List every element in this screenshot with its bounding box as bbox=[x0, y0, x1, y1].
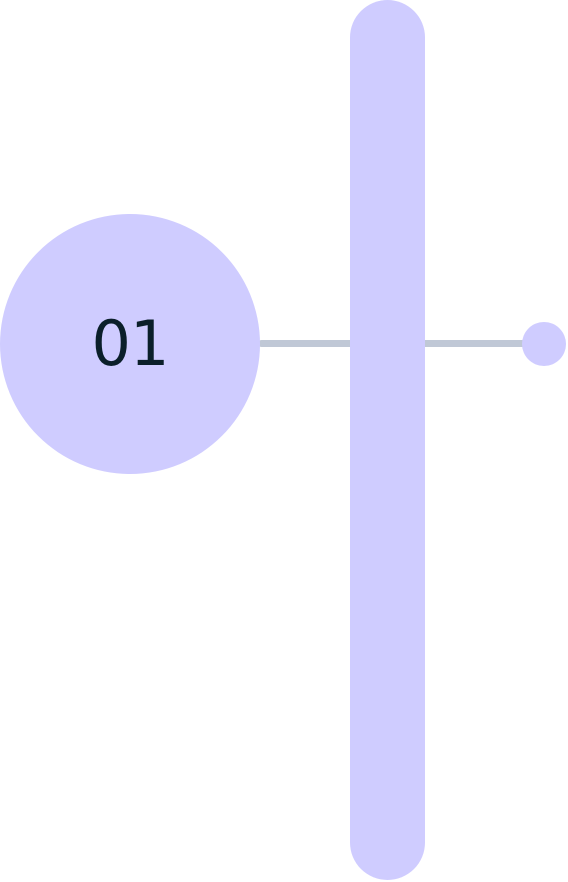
step-number: 01 bbox=[91, 307, 170, 380]
connector-end-dot bbox=[522, 322, 566, 366]
timeline-bar bbox=[350, 0, 425, 880]
step-circle: 01 bbox=[0, 214, 260, 474]
